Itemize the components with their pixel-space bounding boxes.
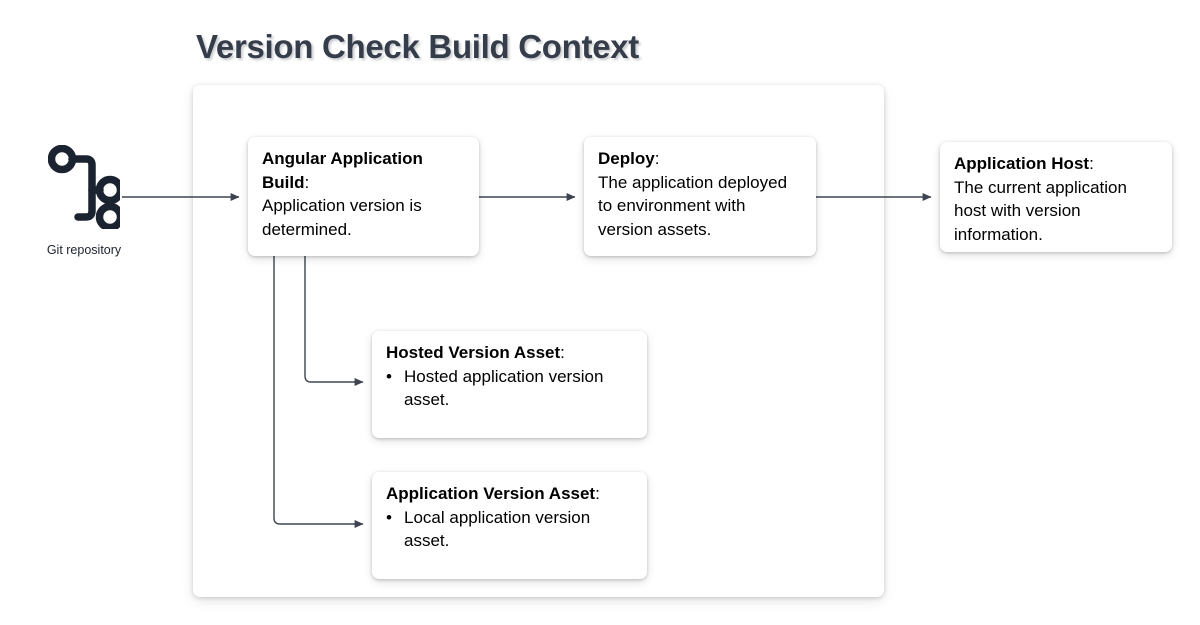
node-angular-application-build[interactable]: Angular Application Build: Application v… bbox=[248, 137, 479, 256]
bullet-icon: • bbox=[386, 366, 392, 386]
node-title-angular-build: Angular Application Build bbox=[262, 149, 423, 192]
node-body-app-host: The current application host with versio… bbox=[954, 177, 1127, 244]
node-hosted-version-asset[interactable]: Hosted Version Asset: • Hosted applicatio… bbox=[372, 331, 647, 438]
node-title-app-host: Application Host bbox=[954, 154, 1090, 173]
node-bullet-hosted-asset: • Hosted application version asset. bbox=[386, 365, 634, 412]
git-repository-icon bbox=[48, 145, 120, 229]
node-title-app-asset: Application Version Asset bbox=[386, 484, 596, 503]
node-body-angular-build: Application version is determined. bbox=[262, 196, 422, 239]
node-body-deploy: The application deployed to environment … bbox=[598, 172, 788, 239]
node-application-version-asset[interactable]: Application Version Asset: • Local applic… bbox=[372, 472, 647, 579]
node-colon-deploy: : bbox=[654, 149, 660, 168]
node-colon-app-asset: : bbox=[595, 484, 600, 503]
node-title-hosted-asset: Hosted Version Asset bbox=[386, 343, 561, 362]
node-colon-hosted-asset: : bbox=[560, 343, 565, 362]
node-deploy[interactable]: Deploy: The application deployed to envi… bbox=[584, 137, 816, 256]
page-title: Version Check Build Context bbox=[196, 28, 639, 65]
node-colon-angular-build: : bbox=[304, 172, 310, 192]
node-colon-app-host: : bbox=[1089, 154, 1094, 173]
node-application-host[interactable]: Application Host: The current applicatio… bbox=[940, 142, 1172, 252]
node-body-hosted-asset: Hosted application version asset. bbox=[404, 366, 604, 410]
node-bullet-app-asset: • Local application version asset. bbox=[386, 506, 634, 553]
git-repository-label: Git repository bbox=[46, 243, 122, 257]
node-body-app-asset: Local application version asset. bbox=[404, 507, 591, 551]
bullet-icon: • bbox=[386, 507, 392, 527]
git-repository-node: Git repository bbox=[34, 145, 134, 265]
node-title-deploy: Deploy bbox=[598, 149, 655, 168]
